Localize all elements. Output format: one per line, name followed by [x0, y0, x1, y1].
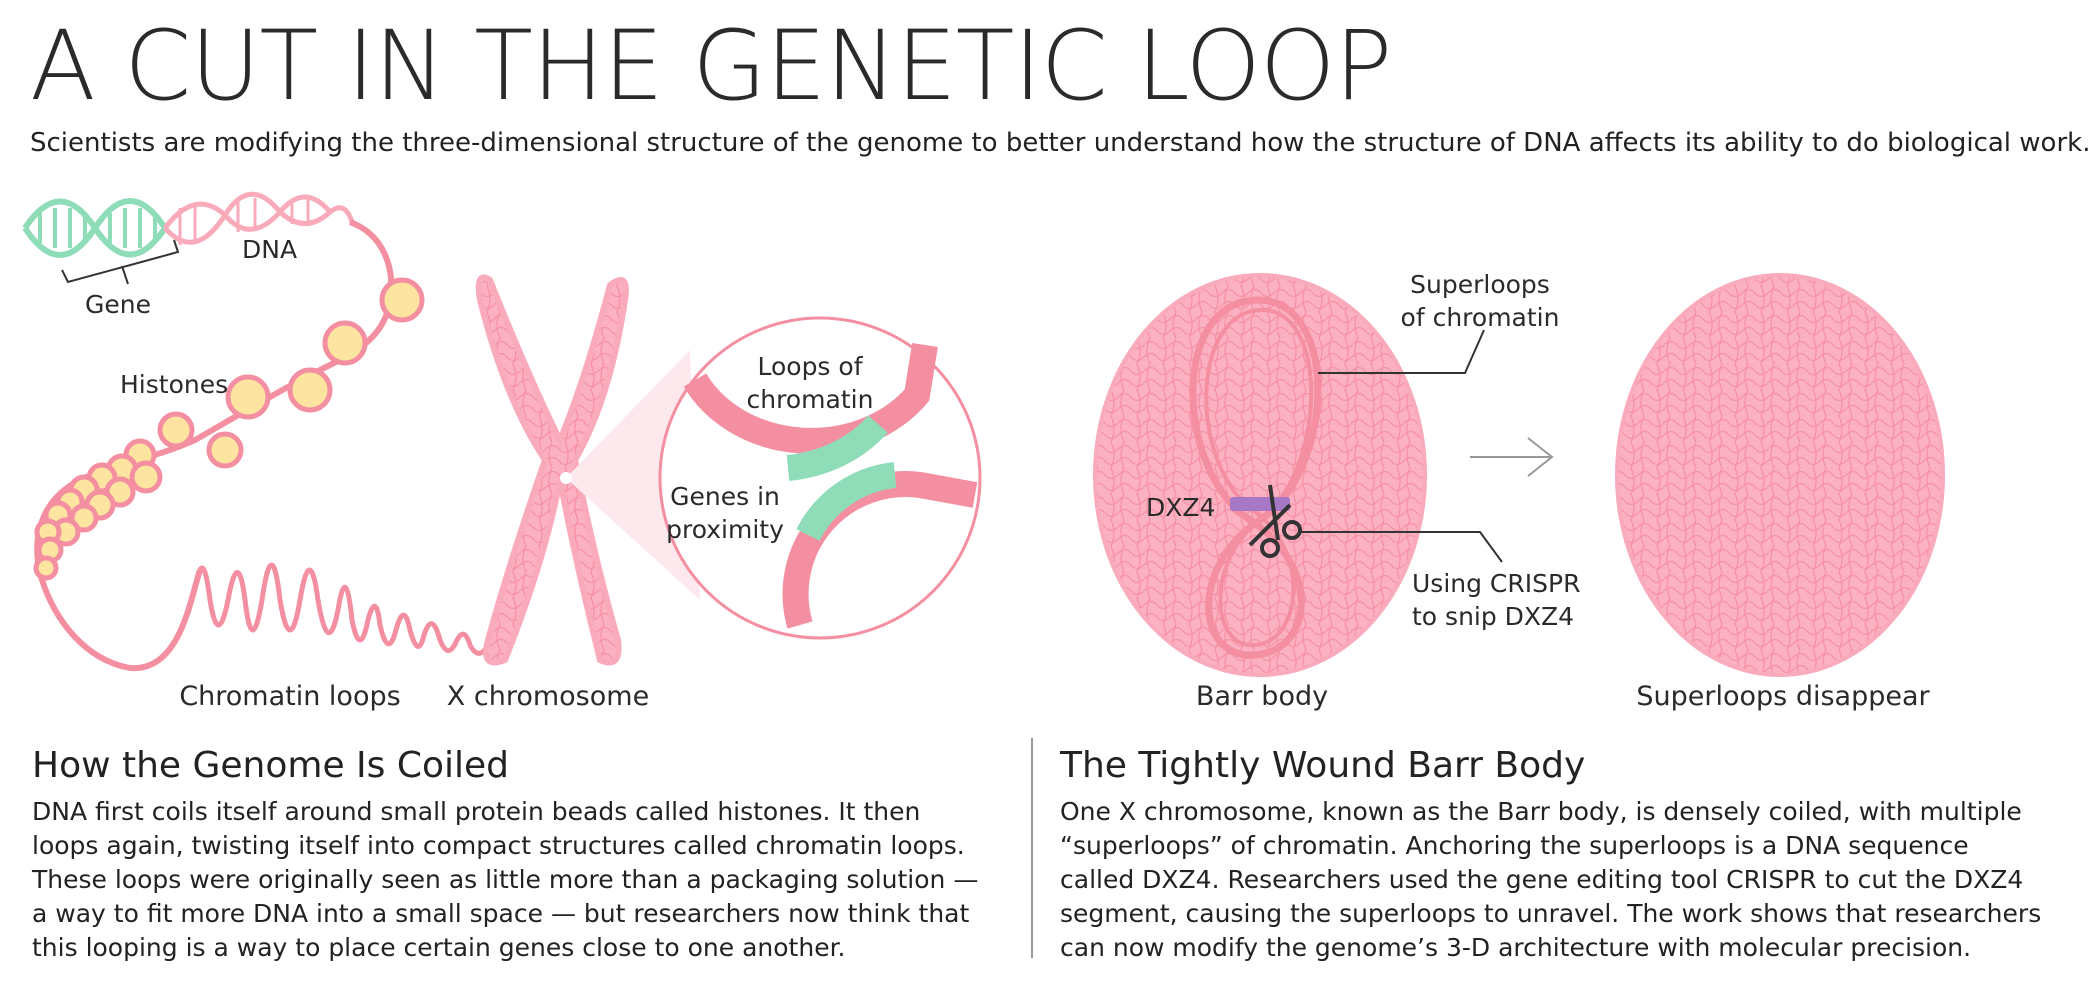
- genes-in-proximity-label-line2: proximity: [666, 515, 784, 544]
- right-body-line: called DXZ4. Researchers used the gene e…: [1060, 865, 2024, 894]
- superloops-label-line1: Superloops: [1410, 270, 1550, 299]
- crispr-label-line1: Using CRISPR: [1412, 569, 1580, 598]
- histones: [33, 277, 425, 581]
- loops-of-chromatin-label-line2: chromatin: [747, 385, 874, 414]
- dxz4-label: DXZ4: [1146, 493, 1215, 522]
- superloop: [1189, 296, 1322, 659]
- crispr-leader: [1300, 531, 1503, 563]
- right-body-line: “superloops” of chromatin. Anchoring the…: [1060, 831, 1969, 860]
- left-section-body: DNA first coils itself around small prot…: [32, 795, 978, 965]
- superloops-label-line2: of chromatin: [1401, 303, 1560, 332]
- left-body-line: this looping is a way to place certain g…: [32, 933, 846, 962]
- genome-diagram: DNA Gene Histones Loops of chromatin Gen…: [22, 191, 1945, 712]
- loops-of-chromatin-label-line1: Loops of: [757, 352, 863, 381]
- left-body-line: loops again, twisting itself into compac…: [32, 831, 965, 860]
- superloops-leader: [1318, 329, 1485, 374]
- dna-helix: [22, 191, 355, 258]
- right-body-line: One X chromosome, known as the Barr body…: [1060, 797, 2022, 826]
- barr-body-caption: Barr body: [1196, 681, 1328, 712]
- zoom-cone: [566, 350, 700, 600]
- gene-label: Gene: [85, 290, 151, 319]
- arrow-right-icon: [1470, 437, 1554, 477]
- right-section-heading: The Tightly Wound Barr Body: [1060, 745, 1586, 786]
- x-chromosome: [475, 274, 629, 666]
- dna-label: DNA: [242, 235, 297, 264]
- page-subtitle: Scientists are modifying the three-dimen…: [30, 128, 2090, 158]
- dxz4-segment: [1230, 497, 1290, 511]
- page-title: A CUT IN THE GENETIC LOOP: [30, 10, 1392, 122]
- chromatin-loops-coil: [197, 562, 489, 656]
- left-body-line: These loops were originally seen as litt…: [32, 865, 979, 894]
- unraveled-barr-body: [1615, 273, 1945, 677]
- x-chromosome-caption: X chromosome: [447, 681, 649, 712]
- crispr-label-line2: to snip DXZ4: [1412, 602, 1574, 631]
- section-divider: [1031, 738, 1033, 958]
- right-section-body: One X chromosome, known as the Barr body…: [1060, 795, 2041, 965]
- scissors-icon: [1248, 484, 1302, 558]
- left-body-line: a way to fit more DNA into a small space…: [32, 899, 970, 928]
- left-section-heading: How the Genome Is Coiled: [32, 745, 510, 786]
- left-body-line: DNA first coils itself around small prot…: [32, 797, 921, 826]
- superloops-disappear-caption: Superloops disappear: [1636, 681, 1930, 712]
- zoom-point: [560, 472, 572, 484]
- genes-in-proximity-label-line1: Genes in: [670, 482, 780, 511]
- magnified-loops-circle: [658, 316, 982, 640]
- gene-bracket: [61, 239, 180, 285]
- chromatin-loops-caption: Chromatin loops: [179, 681, 400, 712]
- right-body-line: can now modify the genome’s 3-D architec…: [1060, 933, 1972, 962]
- barr-body: [1093, 273, 1427, 677]
- right-body-line: segment, causing the superloops to unrav…: [1060, 899, 2042, 928]
- histones-label: Histones: [120, 370, 228, 399]
